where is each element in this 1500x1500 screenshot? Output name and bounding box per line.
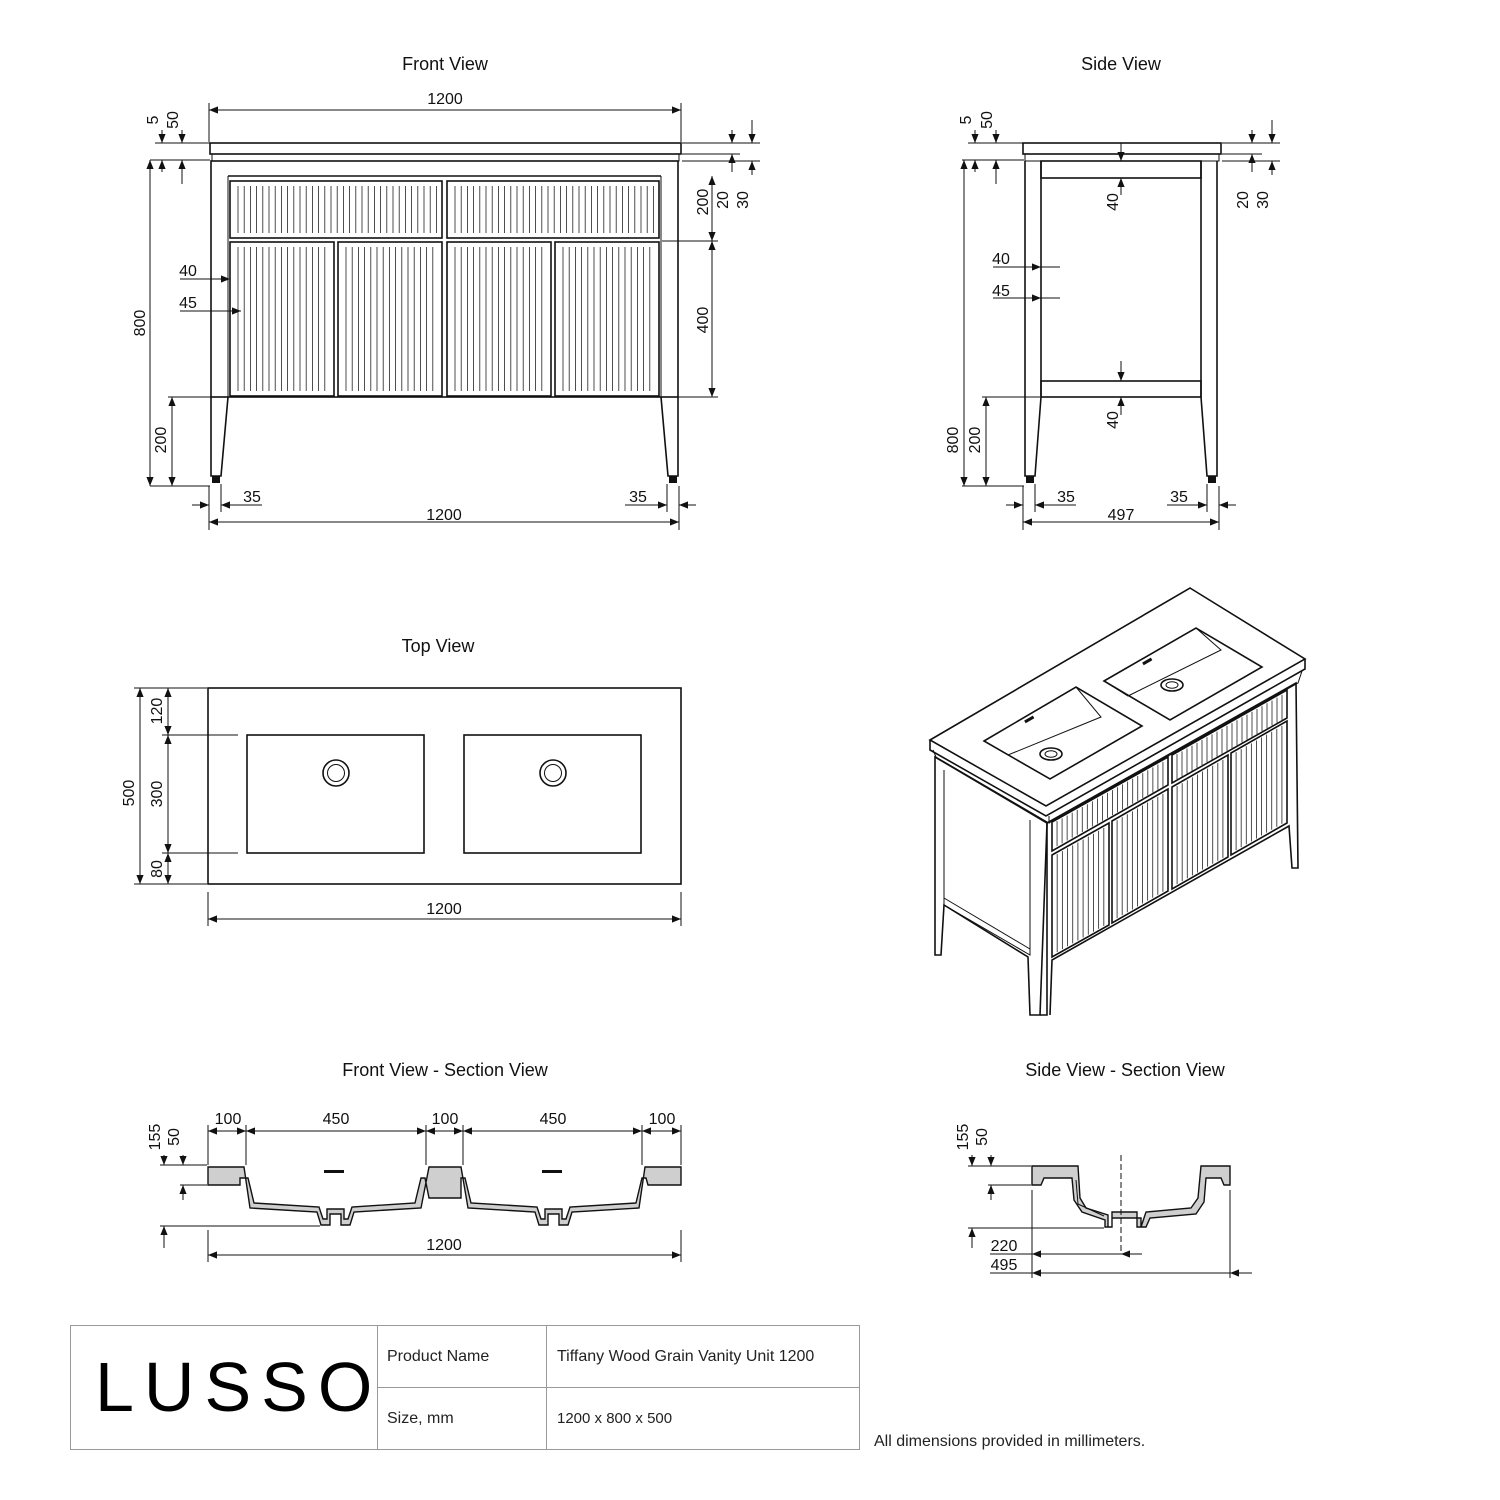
dim-top-120: 120 bbox=[149, 698, 166, 725]
iso-slats bbox=[1056, 694, 1283, 953]
title-block: LUSSO Product Name Tiffany Wood Grain Va… bbox=[70, 1325, 860, 1450]
dim-ss-h50: 50 bbox=[974, 1128, 991, 1146]
dim-ss-h155: 155 bbox=[955, 1124, 972, 1151]
dim-fs-width: 1200 bbox=[426, 1237, 462, 1254]
brand-logo: LUSSO bbox=[95, 1348, 383, 1426]
top-view: Top View 500 120 300 80 1200 bbox=[121, 636, 682, 926]
product-name-label: Product Name bbox=[377, 1326, 547, 1388]
drain-icon bbox=[322, 759, 350, 787]
dim-front-45: 45 bbox=[179, 295, 197, 312]
dim-front-width-bottom: 1200 bbox=[426, 507, 462, 524]
dim-front-40: 40 bbox=[179, 263, 197, 280]
front-view-title: Front View bbox=[402, 54, 489, 74]
dim-side-45: 45 bbox=[992, 283, 1010, 300]
dim-front-r20: 20 bbox=[715, 191, 732, 209]
dim-side-v40-bottom: 40 bbox=[1105, 411, 1122, 429]
front-section-title: Front View - Section View bbox=[342, 1060, 548, 1080]
units-note: All dimensions provided in millimeters. bbox=[874, 1433, 1146, 1450]
dim-side-depth: 497 bbox=[1108, 507, 1135, 524]
dim-ss-495: 495 bbox=[991, 1257, 1018, 1274]
dim-top-80: 80 bbox=[149, 860, 166, 878]
side-section-title: Side View - Section View bbox=[1025, 1060, 1225, 1080]
dim-fs-a100: 100 bbox=[215, 1111, 242, 1128]
dim-fs-h50: 50 bbox=[166, 1128, 183, 1146]
size-value: 1200 x 800 x 500 bbox=[557, 1410, 673, 1427]
side-view-title: Side View bbox=[1081, 54, 1162, 74]
dim-front-r30: 30 bbox=[735, 191, 752, 209]
dim-front-top-5: 5 bbox=[145, 115, 162, 124]
isometric-view bbox=[928, 587, 1307, 1016]
dim-side-v40-top: 40 bbox=[1105, 193, 1122, 211]
dim-ss-220: 220 bbox=[991, 1238, 1018, 1255]
dim-front-width-top: 1200 bbox=[427, 91, 463, 108]
dim-front-h800: 800 bbox=[132, 310, 149, 337]
dim-front-top-50: 50 bbox=[165, 111, 182, 129]
dim-side-h200: 200 bbox=[967, 427, 984, 454]
dim-side-top-50: 50 bbox=[979, 111, 996, 129]
dim-side-r30: 30 bbox=[1255, 191, 1272, 209]
top-view-title: Top View bbox=[402, 636, 476, 656]
front-slats bbox=[237, 186, 654, 391]
front-view: Front View 1200 800 200 bbox=[132, 54, 760, 530]
dim-fs-c100: 100 bbox=[649, 1111, 676, 1128]
dim-side-leg-left: 35 bbox=[1057, 489, 1075, 506]
dim-fs-h155: 155 bbox=[147, 1124, 164, 1151]
dim-top-500: 500 bbox=[121, 780, 138, 807]
drain-icon bbox=[539, 759, 567, 787]
dim-side-top-5: 5 bbox=[958, 115, 975, 124]
dim-side-h800: 800 bbox=[945, 427, 962, 454]
dim-fs-b450: 450 bbox=[540, 1111, 567, 1128]
drain-icon-inner bbox=[327, 764, 345, 782]
size-label: Size, mm bbox=[377, 1388, 547, 1449]
logo-cell: LUSSO bbox=[71, 1326, 378, 1449]
overflow-slot-icon bbox=[324, 1170, 344, 1173]
product-name-value: Tiffany Wood Grain Vanity Unit 1200 bbox=[547, 1326, 859, 1388]
dim-side-r20: 20 bbox=[1235, 191, 1252, 209]
dim-front-h200: 200 bbox=[153, 427, 170, 454]
overflow-slot-icon bbox=[542, 1170, 562, 1173]
dim-front-r400: 400 bbox=[695, 307, 712, 334]
dim-front-r200: 200 bbox=[695, 189, 712, 216]
dim-top-width: 1200 bbox=[426, 901, 462, 918]
dim-front-leg-left: 35 bbox=[243, 489, 261, 506]
dim-front-leg-right: 35 bbox=[629, 489, 647, 506]
front-section-view: Front View - Section View 100 450 100 45… bbox=[147, 1060, 682, 1262]
side-view: Side View 800 200 5 50 40 45 40 40 bbox=[945, 54, 1280, 530]
side-section-view: Side View - Section View 155 50 220 495 bbox=[955, 1060, 1252, 1278]
dim-fs-b100: 100 bbox=[432, 1111, 459, 1128]
dim-fs-a450: 450 bbox=[323, 1111, 350, 1128]
drain-icon-inner bbox=[544, 764, 562, 782]
dim-top-300: 300 bbox=[149, 781, 166, 808]
dim-side-leg-right: 35 bbox=[1170, 489, 1188, 506]
dim-side-40: 40 bbox=[992, 251, 1010, 268]
